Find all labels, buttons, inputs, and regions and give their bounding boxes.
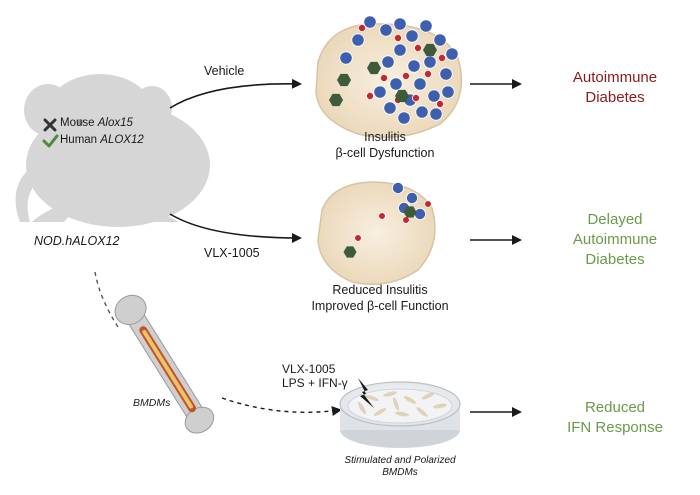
macrophage xyxy=(423,43,437,57)
t-cell xyxy=(391,181,404,194)
arrow-drug xyxy=(169,213,302,243)
strain-label: NOD.hALOX12 xyxy=(34,234,120,248)
t-cell xyxy=(363,15,377,29)
t-cell xyxy=(379,23,393,37)
t-cell xyxy=(427,89,441,103)
t-cell xyxy=(405,29,419,43)
outcome-delayed-diabetes: Delayed Autoimmune Diabetes xyxy=(572,211,658,268)
red-cell xyxy=(357,23,366,32)
t-cell xyxy=(351,33,365,47)
treatment-vehicle-label: Vehicle xyxy=(204,64,245,78)
t-cell xyxy=(383,101,397,115)
bmdm-cell xyxy=(358,401,366,415)
bmdm-cell xyxy=(365,394,379,402)
outcome-reduced-ifn: Reduced IFN Response xyxy=(567,399,663,436)
bmdm-cell xyxy=(421,392,435,400)
t-cell xyxy=(419,19,433,33)
macrophage xyxy=(403,206,417,218)
t-cell xyxy=(393,17,407,31)
bmdm-source-label: BMDMs xyxy=(133,397,171,409)
t-cell xyxy=(373,85,387,99)
t-cell xyxy=(423,55,437,69)
dish-macrophages xyxy=(358,391,447,417)
caption-stimulated-bmdms: Stimulated and Polarized BMDMs xyxy=(344,455,456,478)
red-cell xyxy=(437,54,446,63)
t-cell xyxy=(389,77,403,91)
bmdm-cell xyxy=(416,407,428,417)
red-cell xyxy=(402,216,410,224)
bmdm-stimulus-label: VLX-1005 LPS + IFN-γ xyxy=(282,362,348,390)
islet-insulitis-immune-cells xyxy=(329,15,459,125)
red-cell xyxy=(379,74,388,83)
check-mark-icon xyxy=(42,134,59,148)
t-cell xyxy=(415,105,429,119)
macrophage xyxy=(367,61,381,75)
bmdm-cell xyxy=(373,408,387,416)
t-cell xyxy=(339,51,353,65)
t-cell xyxy=(407,59,421,73)
bmdm-cell xyxy=(383,391,397,397)
mouse-eye xyxy=(77,119,83,125)
islet-reduced-immune-cells xyxy=(343,181,432,258)
bmdm-cell xyxy=(433,403,447,409)
red-cell xyxy=(435,100,444,109)
t-cell xyxy=(413,77,427,91)
red-cell xyxy=(365,92,374,101)
t-cell xyxy=(433,33,447,47)
bmdm-cell xyxy=(392,397,400,411)
red-cell xyxy=(424,200,432,208)
red-cell xyxy=(423,70,432,79)
bmdm-cell xyxy=(403,396,417,404)
t-cell xyxy=(405,191,418,204)
treatment-drug-label: VLX-1005 xyxy=(204,246,260,260)
mouse-silhouette xyxy=(15,74,210,227)
caption-insulitis: Insulitis β-cell Dysfunction xyxy=(335,130,435,160)
red-cell xyxy=(393,34,402,43)
t-cell xyxy=(441,85,455,99)
bmdm-cell xyxy=(395,411,409,417)
arrow-vehicle xyxy=(169,78,302,109)
t-cell xyxy=(439,67,453,81)
red-cell xyxy=(378,212,386,220)
red-cell xyxy=(413,44,422,53)
macrophage xyxy=(343,246,357,258)
dashed-arrow-to-dish xyxy=(221,397,342,417)
macrophage xyxy=(329,93,343,107)
red-cell xyxy=(354,234,362,242)
stimulus-lightning-icon xyxy=(358,378,374,408)
red-cell xyxy=(401,72,410,81)
genotype-human: Human ALOX12 xyxy=(60,134,144,146)
t-cell xyxy=(445,47,459,61)
x-mark-icon xyxy=(43,118,57,132)
caption-reduced-insulitis: Reduced Insulitis Improved β-cell Functi… xyxy=(311,283,449,313)
genotype-mouse: Mouse Alox15 xyxy=(60,117,133,129)
dashed-line-to-bone xyxy=(94,271,121,331)
femur-bone xyxy=(114,294,215,434)
t-cell xyxy=(393,43,407,57)
t-cell xyxy=(397,111,411,125)
t-cell xyxy=(413,207,426,220)
macrophage xyxy=(337,73,351,87)
outcome-autoimmune-diabetes: Autoimmune Diabetes xyxy=(572,69,658,106)
t-cell xyxy=(429,107,443,121)
macrophage xyxy=(395,89,409,103)
red-cell xyxy=(411,94,420,103)
t-cell xyxy=(381,55,395,69)
